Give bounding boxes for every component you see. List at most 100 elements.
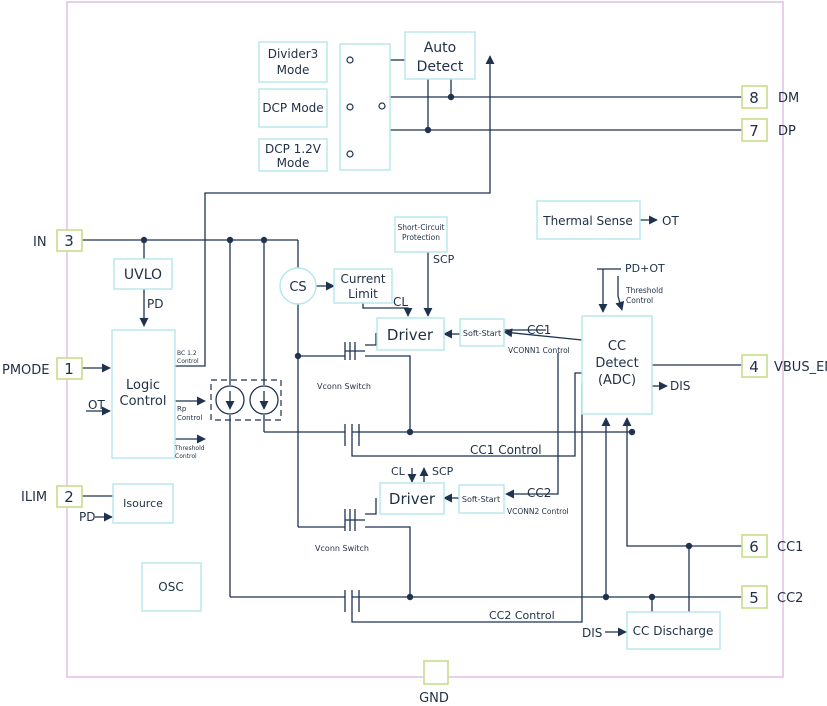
cs-label: CS — [289, 280, 306, 295]
pin-pmode-num: 1 — [64, 360, 74, 378]
threshold-cc-label-2: Control — [626, 296, 653, 305]
dcp12-label-1: DCP 1.2V — [265, 142, 322, 156]
driver2-label: Driver — [389, 490, 436, 508]
uvlo-block — [113, 258, 173, 290]
pin-gnd-name: GND — [419, 691, 449, 706]
vconn2-control-label: VCONN2 Control — [507, 507, 569, 516]
vconn1-control-label: VCONN1 Control — [508, 346, 570, 355]
dcp-mode-block — [258, 88, 328, 128]
dcp12-mode-block — [258, 138, 328, 172]
pin-dp-num: 7 — [749, 122, 759, 140]
pin-cc1-num: 6 — [749, 538, 759, 556]
isource-block — [112, 483, 174, 524]
current-limit-label-2: Limit — [348, 287, 378, 301]
cc-discharge-label: CC Discharge — [633, 624, 714, 638]
isource-label: Isource — [123, 497, 163, 510]
pin-in-num: 3 — [64, 232, 74, 250]
bc12-label-1: BC 1.2 — [177, 350, 197, 357]
soft-start2-block — [458, 484, 505, 514]
cc-detect-label-1: CC — [608, 339, 626, 354]
osc-label: OSC — [158, 580, 183, 594]
threshold-logic-label-2: Control — [175, 453, 197, 460]
logic-label-1: Logic — [126, 378, 160, 393]
mosfets — [344, 342, 370, 612]
pin-dm-num: 8 — [749, 89, 759, 107]
auto-detect-label-1: Auto — [424, 40, 457, 56]
pin-cc2-num: 5 — [749, 589, 759, 607]
vconn-switch2-label: Vconn Switch — [315, 544, 369, 553]
logic-ot-label: OT — [88, 398, 105, 412]
thermal-ot-label: OT — [662, 214, 679, 228]
current-source-cc1 — [249, 385, 279, 415]
pin-cc2: 5 CC2 — [741, 585, 803, 609]
divider3-label-2: Mode — [277, 63, 310, 77]
pin-cc1-name: CC1 — [777, 540, 803, 555]
scp-bottom-label: SCP — [432, 465, 454, 478]
dis-out-label: DIS — [670, 379, 690, 393]
pin-pmode-name: PMODE — [2, 363, 50, 378]
scp-label-2: Protection — [402, 233, 440, 242]
pin-dp-name: DP — [778, 124, 796, 139]
ilim-pd-label: PD — [79, 510, 95, 524]
threshold-logic-label-1: Threshold — [174, 445, 205, 452]
pin-ilim-num: 2 — [64, 488, 74, 506]
soft-start2-label: Soft-Start — [462, 495, 500, 504]
threshold-cc-label-1: Threshold — [625, 286, 663, 295]
pin-in-name: IN — [33, 235, 47, 250]
pin-vbus-en-name: VBUS_EN — [774, 360, 827, 375]
thermal-sense-label: Thermal Sense — [542, 214, 632, 228]
pd-ot-label: PD+OT — [625, 262, 665, 275]
driver2-block — [379, 482, 445, 515]
rp-label-2: Control — [177, 414, 202, 422]
auto-detect-block — [404, 31, 476, 80]
cl-top-label: CL — [393, 295, 408, 309]
dcp-mode-label: DCP Mode — [262, 101, 323, 115]
current-limit-block — [333, 268, 393, 304]
pin-vbus-en: 4 VBUS_EN — [741, 354, 827, 378]
soft-start1-label: Soft-Start — [463, 329, 501, 338]
short-circuit-protection-block — [394, 216, 448, 253]
cc-discharge-block — [626, 611, 721, 650]
cc2-control-label: CC2 Control — [489, 609, 555, 622]
uvlo-label: UVLO — [124, 267, 162, 283]
driver1-label: Driver — [387, 326, 434, 344]
junction-dots — [140, 93, 693, 601]
divider3-label-1: Divider3 — [268, 47, 319, 61]
pin-ilim: 2 ILIM — [21, 485, 83, 508]
thermal-sense-block — [536, 200, 641, 240]
pin-dm-name: DM — [778, 91, 799, 106]
divider3-mode-block — [258, 41, 328, 83]
cc2-in-label: CC2 — [527, 486, 551, 500]
cc1-control-label: CC1 Control — [470, 443, 542, 457]
cs-block — [279, 267, 317, 305]
bc12-label-2: Control — [177, 358, 199, 365]
auto-detect-label-2: Detect — [417, 59, 464, 75]
cc-detect-label-2: Detect — [595, 356, 638, 371]
osc-block — [141, 562, 202, 612]
rp-source-box — [210, 379, 282, 421]
soft-start1-block — [459, 318, 505, 347]
cc1-in-label: CC1 — [527, 323, 551, 337]
pin-cc2-name: CC2 — [777, 591, 803, 606]
pin-in: 3 IN — [33, 229, 83, 252]
logic-label-2: Control — [120, 394, 167, 409]
pin-pmode: 1 PMODE — [2, 357, 83, 380]
logic-control-block — [111, 329, 176, 459]
dis-in-label: DIS — [582, 626, 602, 640]
pin-dm: 8 DM — [741, 85, 799, 109]
driver1-block — [376, 317, 445, 351]
current-source-cc2 — [215, 385, 245, 415]
uvlo-pd-label: PD — [147, 297, 163, 311]
cc-detect-block — [581, 315, 653, 415]
rp-label-1: Rp — [177, 405, 187, 413]
dcp12-label-2: Mode — [277, 156, 310, 170]
pin-gnd: GND — [419, 660, 449, 706]
pin-dp: 7 DP — [741, 118, 796, 142]
scp-label-1: Short-Circuit — [398, 223, 445, 232]
current-limit-label-1: Current — [340, 272, 385, 286]
pin-cc1: 6 CC1 — [741, 534, 803, 558]
cl-bottom-label: CL — [391, 465, 406, 478]
scp-top-label: SCP — [433, 253, 455, 266]
